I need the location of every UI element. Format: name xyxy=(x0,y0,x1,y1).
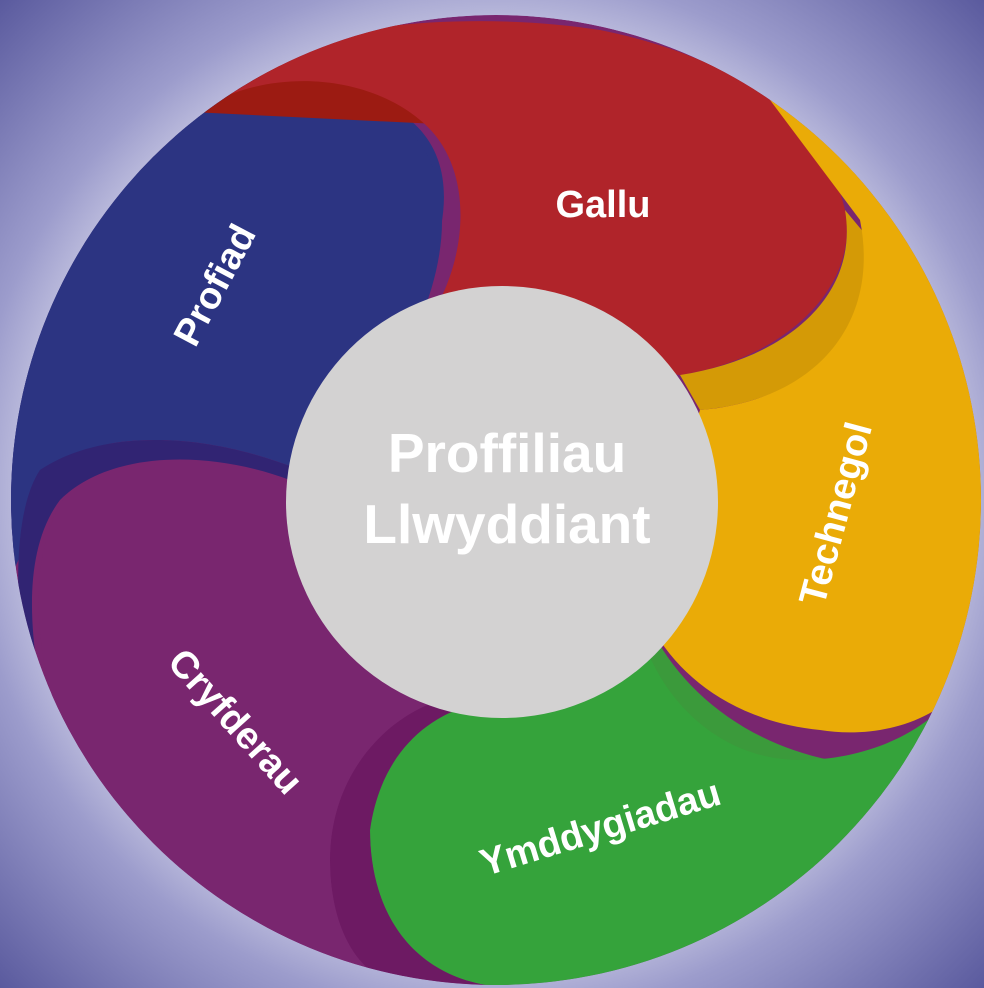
segment-gallu xyxy=(170,21,847,376)
center-title-line2: Llwyddiant xyxy=(363,493,650,555)
label-gallu: Gallu xyxy=(555,184,650,226)
segment-profiad-main xyxy=(11,77,442,600)
segment-cryfderau-dark xyxy=(330,700,520,985)
center-title-line1: Proffiliau xyxy=(388,422,626,484)
center-circle xyxy=(286,286,718,718)
segment-technegol xyxy=(640,100,981,733)
segment-profiad-lower-shade xyxy=(18,440,301,660)
